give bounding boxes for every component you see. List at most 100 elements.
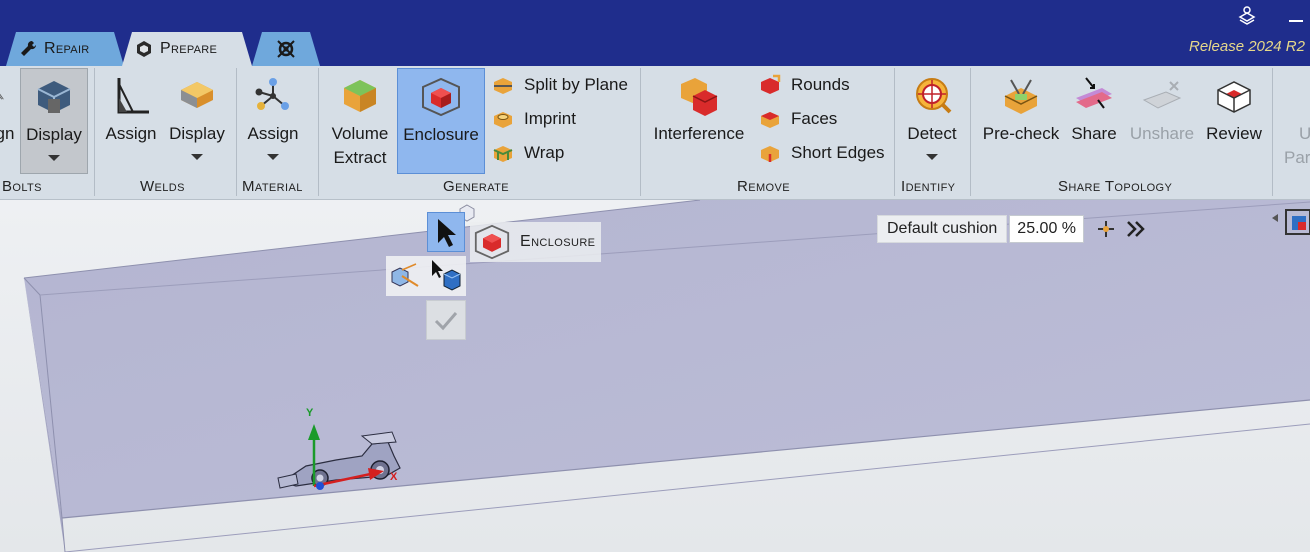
- cushion-label: Default cushion: [877, 215, 1008, 243]
- options-panel: Default cushion 25.00 %: [877, 215, 1148, 243]
- group-label-material: Material: [242, 178, 303, 195]
- wrap-icon: [493, 146, 513, 162]
- split-plane-icon: [494, 78, 512, 94]
- group-divider: [94, 68, 95, 196]
- rounds-icon: [761, 74, 781, 94]
- detect-label: Detect: [907, 124, 957, 143]
- share-label: Share: [1071, 124, 1117, 143]
- group-label-generate: Generate: [443, 178, 510, 195]
- bolt-display-icon: [37, 81, 71, 113]
- review-icon: [1217, 81, 1251, 113]
- interference-icon: [681, 78, 718, 116]
- enclosure-button[interactable]: Enclosure: [397, 68, 485, 174]
- unshare-button[interactable]: Unshare: [1126, 68, 1198, 146]
- bolts-display-label: Display: [26, 125, 82, 144]
- unshare-parts-label-2: Par: [1284, 148, 1310, 167]
- review-button[interactable]: Review: [1202, 68, 1266, 146]
- ribbon: gn Display Bolts Assign Display Welds As…: [0, 66, 1310, 200]
- workbench-gear-icon: [274, 37, 298, 61]
- interference-button[interactable]: Interference: [648, 68, 750, 146]
- check-icon: [434, 312, 458, 331]
- welds-display-label: Display: [169, 124, 225, 143]
- interference-label: Interference: [653, 124, 745, 143]
- group-label-bolts: Bolts: [2, 178, 42, 195]
- enclosure-icon: [474, 224, 510, 260]
- group-divider: [894, 68, 895, 196]
- complete-button[interactable]: [426, 300, 466, 340]
- tab-workbench[interactable]: [252, 32, 320, 66]
- chevron-down-icon[interactable]: [48, 155, 60, 161]
- group-label-welds: Welds: [140, 178, 185, 195]
- chevron-down-icon[interactable]: [191, 154, 203, 160]
- detect-target-icon: [916, 78, 952, 114]
- y-axis-label: Y: [306, 407, 314, 419]
- group-divider: [236, 68, 237, 196]
- volume-extract-label-1: Volume: [331, 124, 389, 143]
- split-by-plane-button[interactable]: Split by Plane: [492, 74, 628, 96]
- prepare-cube-icon: [134, 39, 154, 59]
- select-tool-button[interactable]: [427, 212, 465, 252]
- group-label-remove: Remove: [737, 178, 790, 195]
- imprint-icon: [494, 112, 512, 128]
- rounds-label: Rounds: [791, 75, 850, 94]
- enclosure-icon: [422, 77, 460, 117]
- bolts-display-button[interactable]: Display: [20, 68, 88, 174]
- faces-icon: [761, 112, 779, 128]
- precheck-label: Pre-check: [982, 124, 1060, 143]
- minimize-button[interactable]: [1286, 8, 1306, 24]
- unshare-icon: [1142, 81, 1182, 109]
- precheck-icon: [1004, 79, 1038, 114]
- tool-guide-title: Enclosure: [470, 222, 602, 262]
- group-divider: [640, 68, 641, 196]
- tab-prepare[interactable]: Prepare: [122, 32, 252, 66]
- unshare-parts-label-1: U: [1299, 124, 1310, 143]
- tool-guide-title-label: Enclosure: [520, 233, 596, 250]
- unshare-parts-button[interactable]: U Par: [1284, 68, 1310, 170]
- unshare-label: Unshare: [1129, 124, 1195, 143]
- tab-repair-label: Repair: [44, 40, 90, 57]
- x-axis-label: X: [390, 471, 398, 483]
- axis-triad: Y X: [306, 407, 398, 490]
- material-assign-icon: [255, 78, 289, 110]
- faces-label: Faces: [791, 109, 838, 128]
- select-body-icon[interactable]: [428, 258, 464, 294]
- welds-display-button[interactable]: Display: [166, 68, 228, 160]
- short-edges-icon: [761, 146, 779, 162]
- cushion-input[interactable]: 25.00 %: [1009, 215, 1085, 243]
- volume-extract-icon: [344, 80, 376, 112]
- tab-prepare-label: Prepare: [160, 40, 218, 57]
- tab-repair[interactable]: Repair: [6, 32, 124, 66]
- wrap-label: Wrap: [524, 143, 565, 162]
- share-button[interactable]: Share: [1068, 68, 1120, 146]
- select-direction-icon[interactable]: [388, 262, 422, 292]
- imprint-button[interactable]: Imprint: [492, 108, 576, 130]
- weld-assign-icon: [117, 78, 149, 114]
- 3d-viewport[interactable]: Y X: [0, 200, 1310, 552]
- group-divider: [318, 68, 319, 196]
- chevron-down-icon[interactable]: [926, 154, 938, 160]
- imprint-label: Imprint: [524, 109, 576, 128]
- precheck-button[interactable]: Pre-check: [978, 68, 1064, 146]
- chevron-down-icon[interactable]: [267, 154, 279, 160]
- bolt-assign-icon: [0, 93, 4, 100]
- stack-icon[interactable]: [1236, 4, 1258, 26]
- double-chevron-right-icon[interactable]: [1124, 217, 1148, 241]
- release-label: Release 2024 R2: [1189, 38, 1305, 55]
- options-adjust-icon[interactable]: [1094, 217, 1118, 241]
- detect-button[interactable]: Detect: [900, 68, 964, 160]
- review-label: Review: [1206, 124, 1262, 143]
- material-assign-button[interactable]: Assign: [242, 68, 304, 160]
- faces-button[interactable]: Faces: [759, 108, 837, 130]
- view-cube-icon[interactable]: [1272, 206, 1310, 238]
- rounds-button[interactable]: Rounds: [759, 74, 850, 96]
- volume-extract-button[interactable]: Volume Extract: [326, 68, 394, 170]
- welds-assign-label: Assign: [105, 124, 157, 143]
- welds-assign-button[interactable]: Assign: [100, 68, 162, 146]
- bolts-assign-button[interactable]: gn: [0, 68, 14, 146]
- enclosure-label: Enclosure: [403, 125, 479, 144]
- group-label-share-topology: Share Topology: [1058, 178, 1173, 195]
- short-edges-label: Short Edges: [791, 143, 885, 162]
- short-edges-button[interactable]: Short Edges: [759, 142, 885, 164]
- wrap-button[interactable]: Wrap: [492, 142, 564, 164]
- tool-guide-secondary-row: [386, 256, 466, 296]
